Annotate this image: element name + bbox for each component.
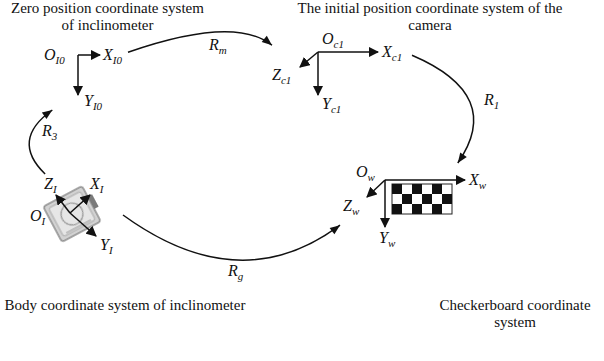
axis-label: YI0 [84,92,102,111]
axis-label: YI [100,236,113,255]
frame-caption: Body coordinate system of inclinometer [0,297,250,314]
axis-label: Ow [356,163,375,182]
coordinate-frame: The initial position coordinate system o… [272,32,412,115]
coordinate-frame: Zero position coordinate system of incli… [40,42,128,110]
axis-label: OI [30,207,45,226]
frame-caption: Checkerboard coordinate system [430,297,600,331]
axis-label: OI0 [44,46,65,65]
transform-arrow [123,215,340,260]
transform-arrow [128,32,272,53]
transform-arrow [412,55,474,163]
checkerboard [392,184,452,214]
frame-caption: The initial position coordinate system o… [285,0,575,34]
axis-label: Xc1 [382,43,402,62]
rotation-label: Rm [207,36,229,55]
frame-caption: Zero position coordinate system of incli… [5,0,210,34]
axis-arrows [56,52,465,236]
transform-arrow [29,110,52,174]
axis-label: XI0 [103,46,122,65]
axis-label: Yw [379,229,395,248]
axis-label: Zw [343,197,359,216]
coordinate-frame: Checkerboard coordinate systemOwXwZwYw [340,163,495,247]
axis-label: Xw [469,171,486,190]
rotation-label: Rg [226,262,245,281]
axis-label: Zc1 [272,66,291,85]
coordinate-frame: Body coordinate system of inclinometerZI… [28,174,123,256]
axis-label: XI [90,175,103,194]
rotation-label: R3 [40,122,59,141]
axis-label: ZI [44,175,57,194]
axis-label: Oc1 [322,30,344,49]
rotation-label: R1 [482,91,501,110]
axis-label: Yc1 [322,95,341,114]
inclinometer-picture [43,184,105,242]
